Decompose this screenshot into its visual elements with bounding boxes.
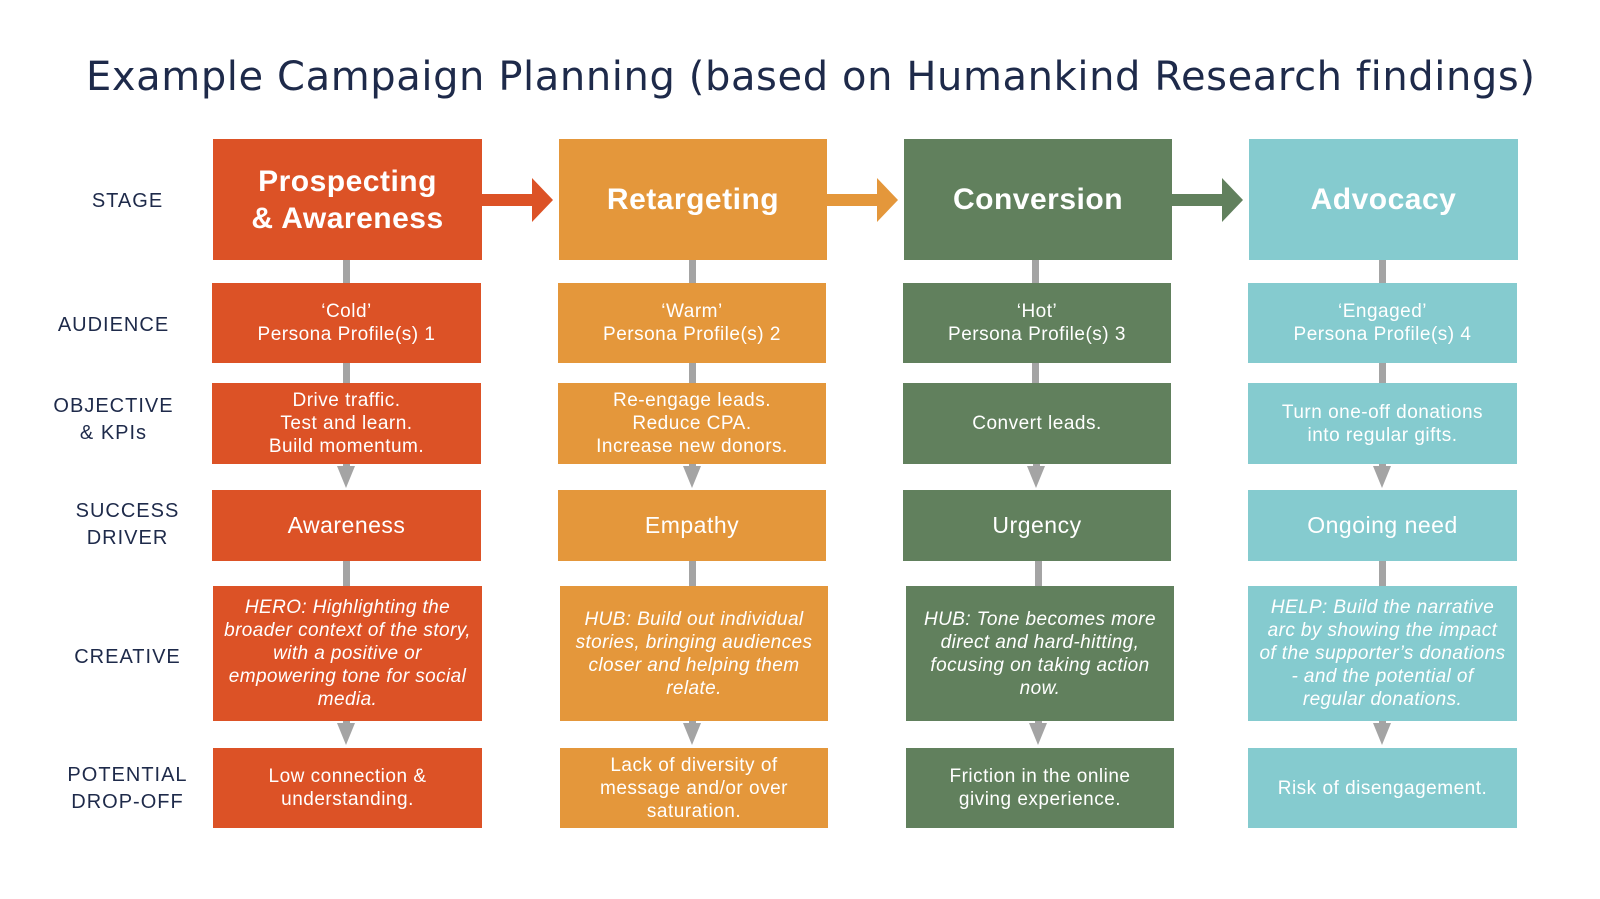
stage-box-prospecting: Prospecting & Awareness [213,139,482,260]
connector-line [689,720,696,724]
driver-box-advocacy: Ongoing need [1248,490,1517,561]
down-arrow [337,466,355,488]
audience-box-advocacy: ‘Engaged’ Persona Profile(s) 4 [1248,283,1517,363]
down-arrow [1373,466,1391,488]
stage-box-advocacy: Advocacy [1249,139,1518,260]
creative-box-prospecting: HERO: Highlighting the broader context o… [213,586,482,721]
audience-box-retargeting: ‘Warm’ Persona Profile(s) 2 [558,283,826,363]
down-arrow [683,466,701,488]
down-arrow [1029,723,1047,745]
connector-line [1379,258,1386,284]
creative-box-conversion: HUB: Tone becomes more direct and hard-h… [906,586,1174,721]
row-label-stage: STAGE [91,189,164,212]
connector-line [689,362,696,384]
connector-line [343,720,350,724]
connector-line [343,362,350,384]
connector-line [1379,463,1386,467]
audience-box-conversion: ‘Hot’ Persona Profile(s) 3 [903,283,1171,363]
audience-box-prospecting: ‘Cold’ Persona Profile(s) 1 [212,283,481,363]
connector-line [1379,560,1386,586]
row-label-creative: CREATIVE [74,645,181,668]
connector-line [343,463,350,467]
connector-line [1035,560,1042,586]
row-label-success-driver: SUCCESS DRIVER [75,500,180,549]
row-label-audience: AUDIENCE [57,313,170,336]
connector-line [689,560,696,586]
objective-box-advocacy: Turn one-off donations into regular gift… [1248,383,1517,464]
objective-box-prospecting: Drive traffic. Test and learn. Build mom… [212,383,481,464]
connector-line [1379,720,1386,724]
objective-box-conversion: Convert leads. [903,383,1171,464]
connector-line [1033,463,1040,467]
connector-line [343,258,350,284]
down-arrow [337,723,355,745]
driver-box-prospecting: Awareness [212,490,481,561]
dropoff-box-advocacy: Risk of disengagement. [1248,748,1517,828]
dropoff-box-prospecting: Low connection & understanding. [213,748,482,828]
driver-box-retargeting: Empathy [558,490,826,561]
row-label-potential-drop-off: POTENTIAL DROP-OFF [67,764,188,813]
creative-box-advocacy: HELP: Build the narrative arc by showing… [1248,586,1517,721]
creative-box-retargeting: HUB: Build out individual stories, bring… [560,586,828,721]
connector-line [1032,362,1039,384]
stage-box-retargeting: Retargeting [559,139,827,260]
connector-line [689,463,696,467]
stage-arrow-retargeting-to-conversion [827,178,898,222]
stage-arrow-prospecting-to-retargeting [482,178,553,222]
stage-arrow-conversion-to-advocacy [1172,178,1243,222]
connector-line [1035,720,1042,724]
row-label-objective: OBJECTIVE & KPIs [53,395,174,444]
down-arrow [683,723,701,745]
down-arrow [1027,466,1045,488]
driver-box-conversion: Urgency [903,490,1171,561]
connector-line [343,560,350,586]
objective-box-retargeting: Re-engage leads. Reduce CPA. Increase ne… [558,383,826,464]
connector-line [1032,258,1039,284]
dropoff-box-conversion: Friction in the online giving experience… [906,748,1174,828]
page-title: Example Campaign Planning (based on Huma… [86,54,1536,100]
connector-line [1379,362,1386,384]
dropoff-box-retargeting: Lack of diversity of message and/or over… [560,748,828,828]
connector-line [689,258,696,284]
stage-box-conversion: Conversion [904,139,1172,260]
down-arrow [1373,723,1391,745]
